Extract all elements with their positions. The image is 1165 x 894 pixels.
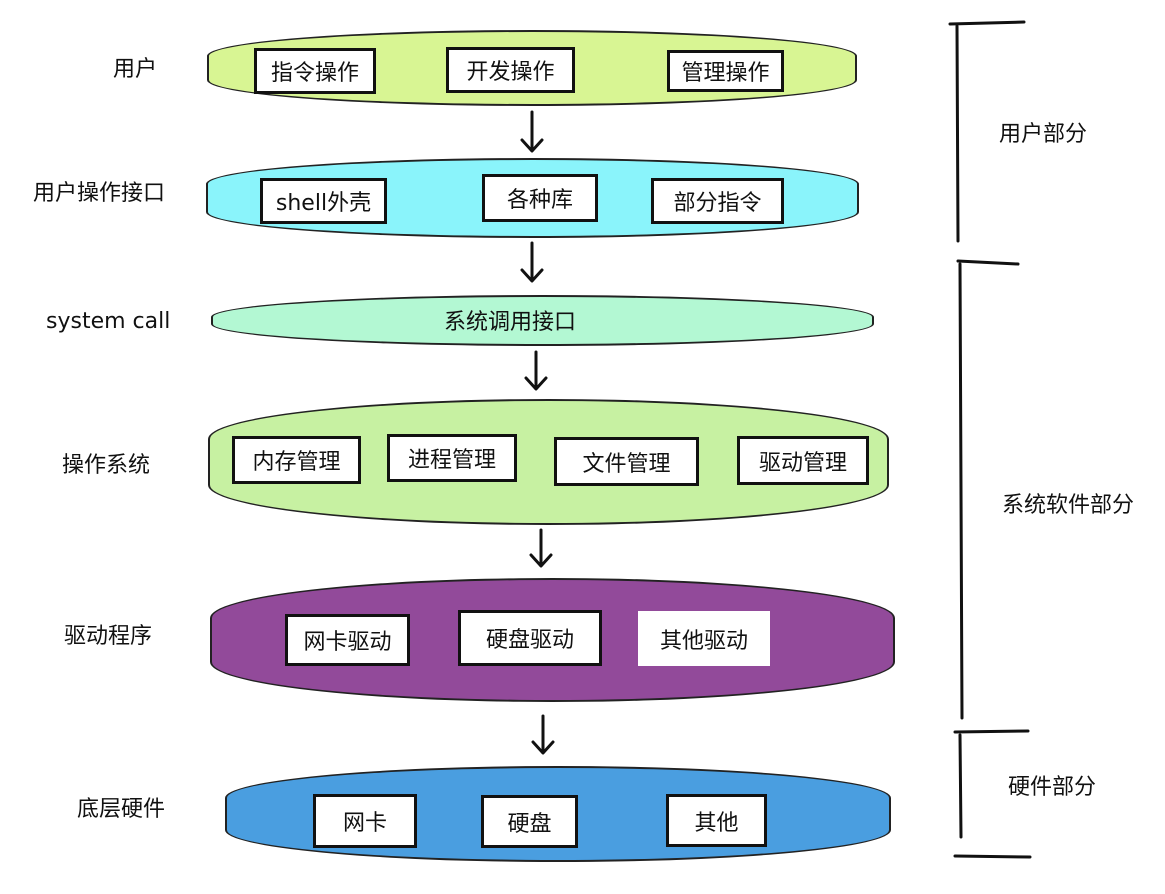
box-nic-driver: 网卡驱动 <box>285 614 410 666</box>
layer-label-user-interface: 用户操作接口 <box>33 181 166 206</box>
box-dev-ops: 开发操作 <box>446 47 575 93</box>
box-libraries: 各种库 <box>482 174 598 222</box>
layer-label-system-call: system call <box>46 309 171 334</box>
box-memory-mgmt: 内存管理 <box>232 436 361 484</box>
box-partial-commands: 部分指令 <box>651 178 784 224</box>
down-arrow-icon <box>524 350 548 391</box>
layer-system-call <box>211 295 874 346</box>
box-disk: 硬盘 <box>481 795 578 848</box>
box-other-driver: 其他驱动 <box>638 611 770 666</box>
box-driver-mgmt: 驱动管理 <box>737 436 869 485</box>
box-admin-ops: 管理操作 <box>667 50 784 92</box>
box-shell: shell外壳 <box>260 178 387 224</box>
bracket-system-software-part <box>956 259 1020 720</box>
group-label-user-part: 用户部分 <box>999 122 1088 147</box>
down-arrow-icon <box>531 714 555 755</box>
box-file-mgmt: 文件管理 <box>554 437 699 486</box>
layer-label-hardware: 底层硬件 <box>77 797 166 822</box>
group-label-system-software-part: 系统软件部分 <box>1002 493 1135 518</box>
down-arrow-icon <box>520 110 544 153</box>
box-syscall-interface: 系统调用接口 <box>443 310 576 335</box>
box-process-mgmt: 进程管理 <box>387 434 517 482</box>
layer-label-driver: 驱动程序 <box>64 624 153 649</box>
box-command-ops: 指令操作 <box>254 48 376 94</box>
down-arrow-icon <box>520 241 544 283</box>
bracket-hardware-part <box>953 729 1032 859</box>
layer-label-user: 用户 <box>113 57 158 82</box>
group-label-hardware-part: 硬件部分 <box>1008 775 1097 800</box>
box-nic: 网卡 <box>313 794 417 848</box>
box-other: 其他 <box>666 794 767 847</box>
box-disk-driver: 硬盘驱动 <box>458 610 602 666</box>
layer-label-os: 操作系统 <box>62 453 151 478</box>
down-arrow-icon <box>529 528 553 568</box>
bracket-user-part <box>948 20 1026 243</box>
